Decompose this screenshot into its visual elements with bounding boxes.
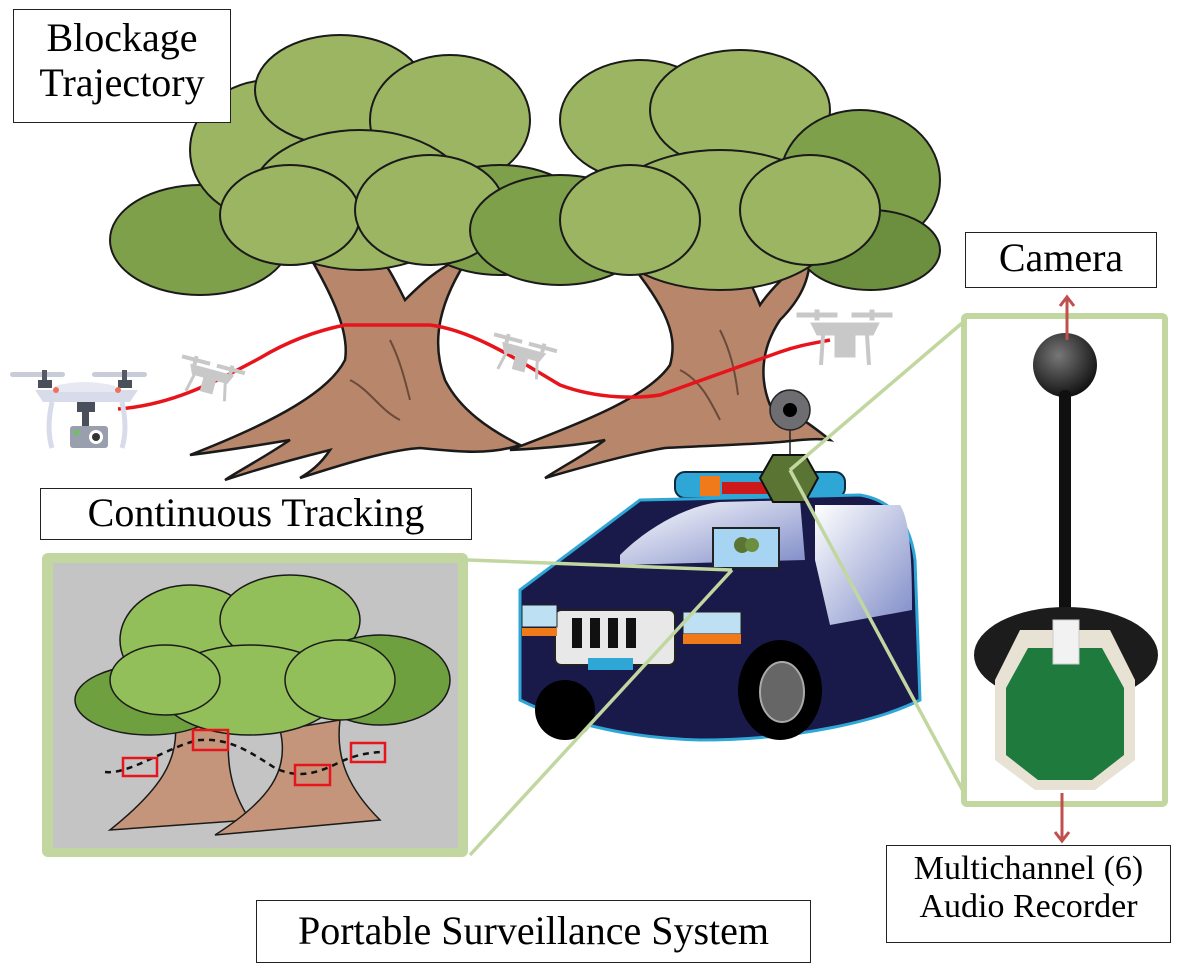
blockage-trajectory-label-line-2: Trajectory xyxy=(39,59,205,105)
portable-surveillance-system-label-text: Portable Surveillance System xyxy=(297,908,769,953)
tree-foliage-right xyxy=(469,49,941,291)
blockage-trajectory-label-line-1: Blockage xyxy=(46,15,198,60)
camera-label-text: Camera xyxy=(998,235,1124,280)
arrow-down-to-recorder xyxy=(1053,793,1071,844)
drone-ghost-icon xyxy=(493,332,558,380)
inset-trees-illustration xyxy=(74,574,451,836)
detection-boxes xyxy=(121,728,387,787)
detection-box xyxy=(191,728,230,752)
blockage-trajectory-label: Blockage Trajectory xyxy=(13,9,231,123)
audio-recorder-label-line-2: Audio Recorder xyxy=(919,888,1138,926)
detection-box xyxy=(121,756,159,778)
continuous-tracking-label-text: Continuous Tracking xyxy=(87,490,425,535)
camera-icon xyxy=(758,389,820,503)
tracking-inset xyxy=(42,553,468,857)
drone-ghost-icon xyxy=(796,309,893,366)
camera-label: Camera xyxy=(965,232,1157,288)
inset-trajectory-dashed xyxy=(104,738,386,776)
drone-icon xyxy=(10,370,147,449)
continuous-tracking-label: Continuous Tracking xyxy=(40,488,472,540)
detection-box xyxy=(293,763,332,787)
arrow-up-to-camera xyxy=(1058,294,1076,340)
police-suv-illustration xyxy=(518,471,922,742)
drone-ghost-icon xyxy=(181,354,246,402)
camera-microphone-array-photo xyxy=(961,313,1168,807)
detection-box xyxy=(349,741,387,764)
audio-recorder-label-line-1: Multichannel (6) xyxy=(913,850,1144,887)
callout-lines xyxy=(467,316,970,857)
portable-surveillance-system-label: Portable Surveillance System xyxy=(256,900,811,963)
audio-recorder-label: Multichannel (6) Audio Recorder xyxy=(886,845,1171,943)
tree-pair-illustration xyxy=(109,34,941,482)
